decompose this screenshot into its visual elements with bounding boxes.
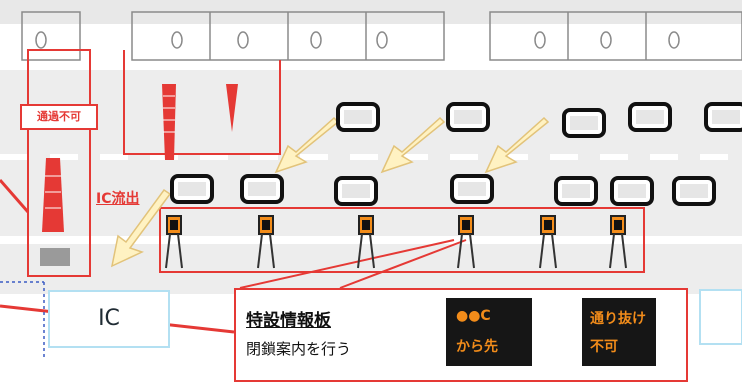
cone-icon (457, 215, 475, 269)
guidance-arrow-icon (380, 116, 446, 174)
car-icon (672, 176, 716, 206)
guidance-arrow-icon (274, 116, 340, 174)
vehicles (170, 102, 742, 206)
car-icon (450, 174, 494, 204)
car-icon (562, 108, 606, 138)
sign-panel-ic-line2: から先 (456, 339, 498, 355)
barrier-base (40, 248, 70, 266)
ic-box-right (699, 289, 742, 345)
car-icon (704, 102, 742, 132)
cone-icon (357, 215, 375, 269)
link-line-upper (0, 179, 30, 213)
sign-panel-no-pass-line1: 通り抜け (590, 311, 646, 327)
guidance-arrows (110, 116, 550, 268)
cone-zone-frame (159, 207, 645, 273)
guidance-arrow-icon (110, 188, 172, 268)
cones (165, 215, 627, 269)
car-icon (446, 102, 490, 132)
car-icon (336, 102, 380, 132)
car-icon (240, 174, 284, 204)
callout-subtitle: 閉鎖案内を行う (246, 340, 352, 358)
car-icon (554, 176, 598, 206)
cone-icon (257, 215, 275, 269)
link-line-callout-b (339, 239, 467, 289)
sign-panel-no-pass-line2: 不可 (590, 339, 618, 355)
no-pass-label: 通過不可 (20, 104, 98, 130)
barrier-teeth (45, 95, 175, 209)
structure-circles (35, 31, 680, 49)
ic-exit-label: IC流出 (96, 191, 140, 207)
link-line-callout-a (239, 239, 455, 289)
closure-zone-frame (27, 49, 91, 277)
callout-title: 特設情報板 (246, 311, 331, 331)
upper-structure-left (21, 11, 742, 61)
work-zone-frame (123, 50, 281, 155)
ic-box-label: IC (48, 290, 170, 348)
cone-icon (539, 215, 557, 269)
guidance-arrow-icon (484, 116, 550, 174)
car-icon (170, 174, 214, 204)
car-icon (334, 176, 378, 206)
sign-panel-no-pass: 通り抜け 不可 (582, 298, 656, 366)
lane-edge-top (0, 62, 742, 70)
cone-icon (609, 215, 627, 269)
car-icon (628, 102, 672, 132)
sign-panel-ic: ●●C から先 (446, 298, 532, 366)
cone-icon (165, 215, 183, 269)
car-icon (610, 176, 654, 206)
sign-panel-ic-line1: ●●C (456, 308, 491, 324)
